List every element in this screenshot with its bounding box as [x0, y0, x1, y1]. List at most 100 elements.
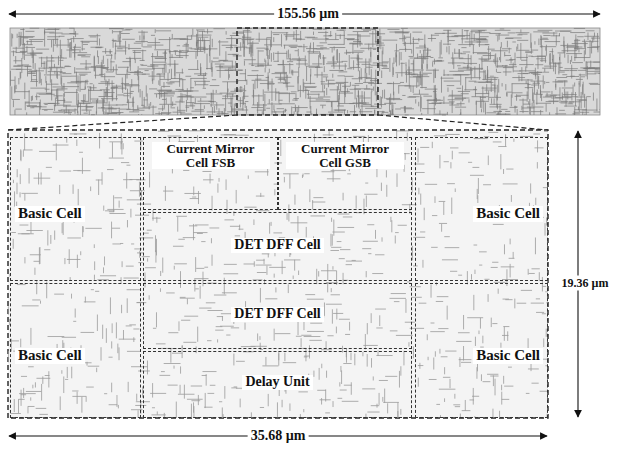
layout-wire [234, 386, 238, 387]
layout-wire [74, 28, 75, 35]
layout-wire [515, 53, 516, 66]
layout-wire [166, 98, 167, 104]
layout-wire [255, 79, 261, 80]
layout-wire [275, 53, 287, 54]
layout-wire [20, 51, 27, 52]
layout-wire [318, 55, 319, 67]
layout-wire [423, 73, 432, 74]
layout-wire [217, 183, 218, 192]
layout-wire [376, 327, 382, 328]
layout-wire [78, 75, 79, 91]
layout-wire [186, 43, 187, 59]
layout-wire [545, 96, 556, 97]
layout-wire [444, 70, 445, 76]
layout-wire [96, 67, 108, 68]
layout-wire [206, 93, 222, 94]
layout-wire [576, 79, 583, 80]
layout-wire [395, 52, 396, 62]
layout-wire [322, 85, 323, 92]
layout-wire [567, 91, 568, 99]
layout-wire [204, 31, 213, 32]
layout-wire [356, 98, 357, 108]
layout-wire [480, 96, 481, 107]
layout-wire [364, 91, 365, 102]
layout-wire [164, 92, 175, 93]
layout-wire [437, 60, 442, 61]
layout-wire [162, 112, 172, 113]
layout-wire [460, 109, 461, 115]
layout-wire [182, 79, 183, 91]
layout-wire [488, 46, 489, 60]
layout-wire [327, 178, 341, 179]
layout-wire [266, 108, 270, 109]
layout-wire [157, 90, 172, 91]
layout-wire [259, 33, 260, 42]
layout-wire [469, 33, 470, 47]
layout-wire [89, 111, 90, 115]
layout-wire [46, 93, 52, 94]
layout-wire [220, 93, 236, 94]
layout-wire [222, 113, 226, 114]
layout-wire [477, 41, 489, 42]
layout-wire [233, 354, 234, 366]
layout-wire [572, 113, 580, 114]
layout-wire [90, 87, 91, 103]
layout-wire [115, 46, 126, 47]
layout-wire [531, 50, 538, 51]
layout-wire [364, 89, 373, 90]
layout-wire [499, 57, 500, 60]
layout-wire [109, 101, 110, 113]
layout-wire [307, 94, 320, 95]
layout-wire [153, 68, 165, 69]
layout-wire [447, 85, 454, 86]
layout-wire [163, 82, 164, 88]
layout-wire [319, 51, 320, 57]
layout-wire [25, 102, 40, 103]
layout-wire [399, 85, 410, 86]
layout-wire [583, 68, 591, 69]
layout-wire [376, 91, 377, 101]
layout-wire [330, 250, 339, 251]
layout-wire [35, 96, 40, 97]
layout-wire [426, 70, 439, 71]
layout-wire [476, 101, 477, 115]
layout-wire [195, 82, 196, 86]
layout-wire [429, 103, 441, 104]
layout-wire [546, 103, 547, 111]
layout-wire [309, 46, 310, 52]
layout-wire [381, 97, 382, 108]
layout-wire [366, 73, 367, 79]
layout-wire [115, 43, 116, 55]
layout-wire [411, 50, 412, 54]
layout-wire [310, 101, 323, 102]
layout-wire [497, 57, 498, 67]
layout-wire [204, 40, 205, 53]
layout-wire [538, 76, 539, 89]
layout-wire [409, 56, 413, 57]
layout-wire [346, 50, 347, 55]
layout-wire [485, 44, 489, 45]
layout-wire [91, 66, 104, 67]
layout-wire [460, 101, 461, 106]
layout-wire [397, 74, 398, 78]
layout-wire [53, 39, 54, 52]
layout-wire [109, 28, 124, 29]
layout-wire [518, 75, 519, 81]
layout-wire [375, 30, 376, 43]
layout-wire [99, 96, 114, 97]
layout-wire [324, 66, 325, 72]
layout-wire [328, 112, 343, 113]
layout-wire [304, 356, 310, 357]
layout-wire [546, 101, 559, 102]
layout-wire [357, 54, 358, 61]
layout-wire [251, 65, 254, 66]
layout-wire [313, 29, 322, 30]
layout-wire [480, 36, 489, 37]
layout-wire [418, 378, 419, 387]
zoom-layout [8, 130, 548, 418]
layout-wire [106, 55, 113, 56]
layout-wire [534, 86, 535, 95]
layout-wire [70, 48, 71, 58]
layout-wire [379, 36, 380, 48]
layout-wire [59, 111, 75, 112]
